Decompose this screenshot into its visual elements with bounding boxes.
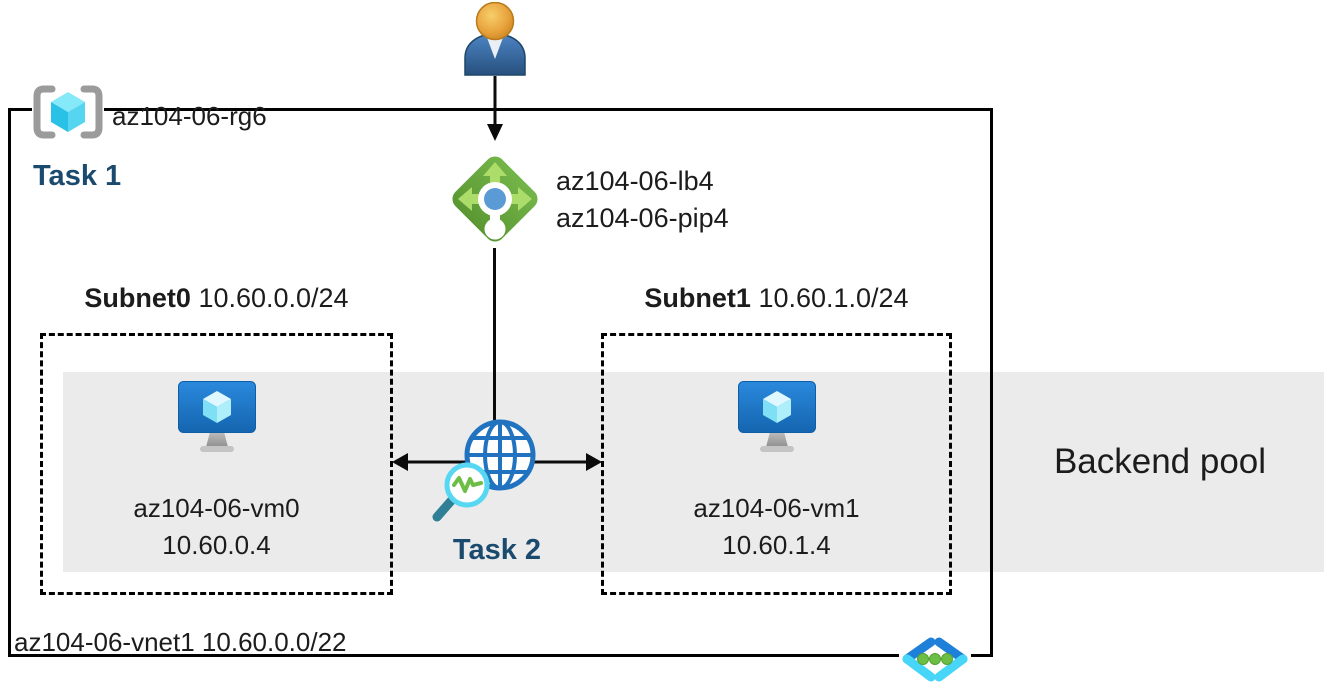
network-watcher-icon	[432, 419, 536, 522]
vm0-icon	[178, 381, 256, 452]
subnet1-box	[601, 333, 952, 595]
resource-group-label: az104-06-rg6	[112, 101, 267, 131]
vnet-name: az104-06-vnet1	[14, 627, 195, 657]
virtual-network-icon	[899, 636, 971, 684]
resource-group-icon	[32, 85, 104, 139]
load-balancer-label: az104-06-lb4 az104-06-pip4	[556, 163, 729, 237]
vm0-ip: 10.60.0.4	[162, 530, 271, 560]
load-balancer-icon	[452, 156, 538, 242]
subnet1-name: Subnet1	[644, 283, 751, 313]
load-balancer-name: az104-06-lb4	[556, 166, 714, 196]
vm0-label: az104-06-vm0 10.60.0.4	[40, 490, 393, 564]
public-ip-name: az104-06-pip4	[556, 203, 729, 233]
subnet0-name: Subnet0	[84, 283, 191, 313]
backend-pool-label: Backend pool	[1053, 442, 1267, 481]
vnet-cidr: 10.60.0.0/22	[201, 627, 347, 657]
subnet0-box	[40, 333, 393, 595]
vm1-ip: 10.60.1.4	[722, 530, 831, 560]
vm1-label: az104-06-vm1 10.60.1.4	[601, 490, 952, 564]
task2-label: Task 2	[452, 534, 542, 566]
vnet-label: az104-06-vnet1 10.60.0.0/22	[14, 627, 347, 658]
subnet0-cidr: 10.60.0.0/24	[198, 283, 349, 313]
vm1-icon	[738, 381, 816, 452]
resource-group-box	[8, 108, 993, 657]
lb-to-watcher-line	[493, 248, 496, 458]
subnet1-label: Subnet1 10.60.1.0/24	[601, 283, 952, 314]
subnet1-cidr: 10.60.1.0/24	[758, 283, 909, 313]
user-to-lb-arrow	[487, 76, 503, 141]
vm0-name: az104-06-vm0	[133, 493, 300, 523]
task1-label: Task 1	[33, 160, 122, 192]
user-icon	[464, 2, 526, 76]
subnet0-label: Subnet0 10.60.0.0/24	[40, 283, 393, 314]
vm1-name: az104-06-vm1	[693, 493, 860, 523]
backend-pool-band	[63, 372, 1324, 572]
